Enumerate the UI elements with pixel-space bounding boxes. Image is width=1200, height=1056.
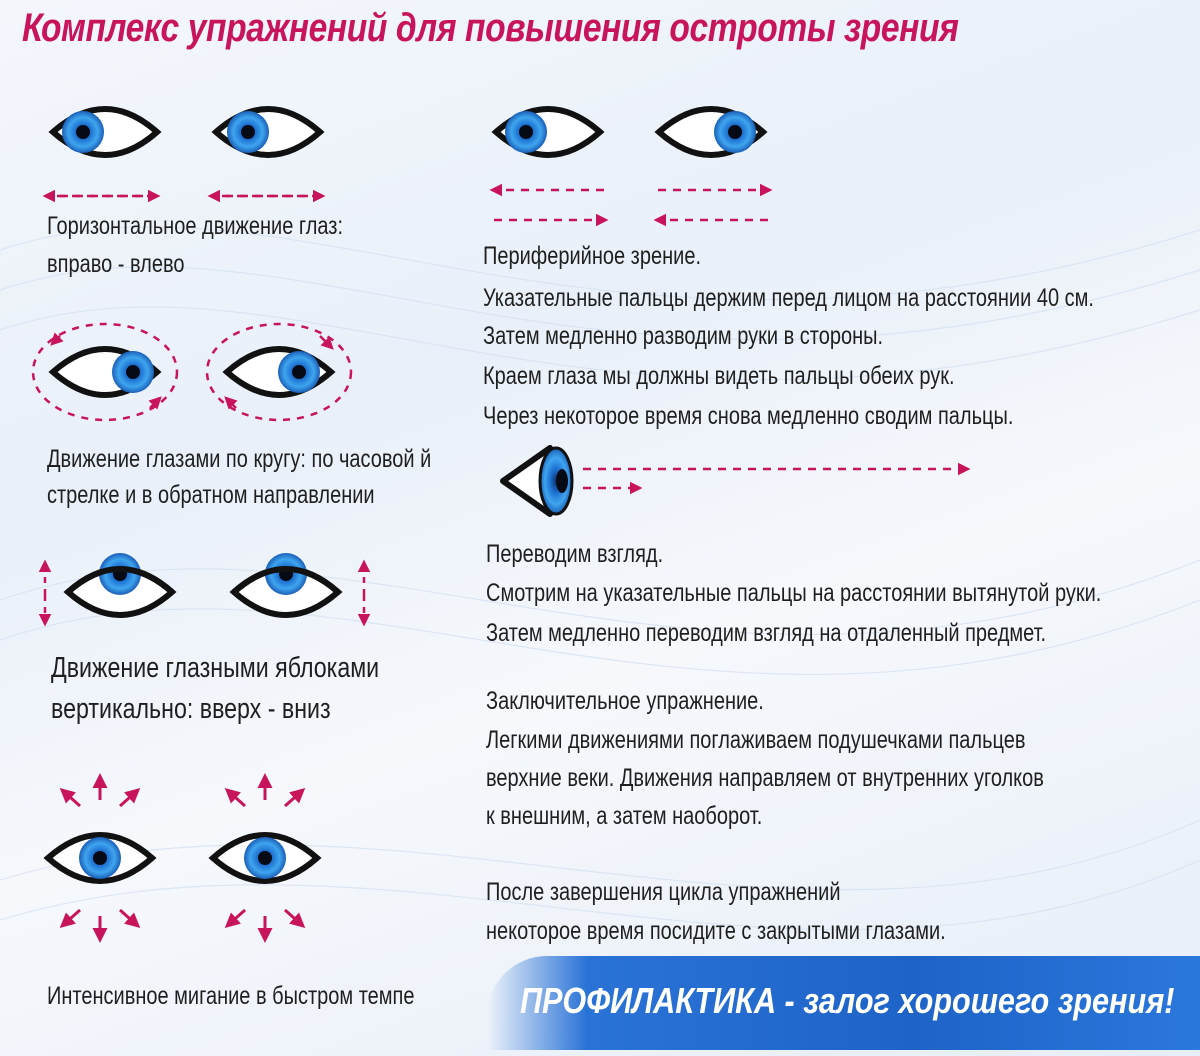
after-line-2: некоторое время посидите с закрытыми гла… bbox=[486, 917, 946, 945]
eye-icon bbox=[659, 109, 763, 155]
eye-icon bbox=[496, 109, 600, 155]
peripheral-line-5: Через некоторое время снова медленно сво… bbox=[483, 402, 1014, 430]
peripheral-line-4: Краем глаза мы должны видеть пальцы обеи… bbox=[483, 362, 955, 390]
horizontal-line-1: Горизонтальное движение глаз: bbox=[47, 212, 344, 240]
after-line-1: После завершения цикла упражнений bbox=[486, 878, 841, 906]
arrow-icon bbox=[489, 183, 773, 227]
eye-icon bbox=[216, 109, 320, 155]
final-line-4: к внешним, а затем наоборот. bbox=[486, 802, 763, 830]
arrow-icon bbox=[31, 322, 353, 422]
arrow-icon bbox=[59, 773, 306, 943]
eye-icon bbox=[53, 109, 157, 155]
circle-line-2: стрелке и в обратном направлении bbox=[47, 481, 375, 509]
eye-icon bbox=[500, 445, 574, 517]
eye-icon bbox=[53, 349, 157, 395]
gaze-line-3: Затем медленно переводим взгляд на отдал… bbox=[486, 619, 1047, 647]
vertical-line-2: вертикально: вверх - вниз bbox=[51, 693, 331, 725]
prevention-banner-text: ПРОФИЛАКТИКА - залог хорошего зрения! bbox=[520, 980, 1175, 1021]
horizontal-line-2: вправо - влево bbox=[47, 250, 185, 278]
final-line-1: Заключительное упражнение. bbox=[486, 687, 764, 715]
eye-icon bbox=[68, 553, 172, 615]
final-line-2: Легкими движениями поглаживаем подушечка… bbox=[486, 726, 1026, 754]
arrow-icon bbox=[38, 559, 371, 627]
eye-icon bbox=[213, 835, 317, 881]
eye-icon bbox=[234, 553, 338, 615]
gaze-line-1: Переводим взгляд. bbox=[486, 540, 664, 568]
circle-line-1: Движение глазами по кругу: по часовой й bbox=[47, 445, 432, 473]
prevention-banner bbox=[487, 956, 1200, 1050]
eye-icon bbox=[227, 349, 331, 395]
eye-icon bbox=[48, 835, 152, 881]
gaze-line-2: Смотрим на указательные пальцы на рассто… bbox=[486, 579, 1102, 607]
peripheral-line-1: Периферийное зрение. bbox=[483, 242, 701, 270]
page-title: Комплекс упражнений для повышения острот… bbox=[22, 6, 959, 50]
final-line-3: верхние веки. Движения направляем от вну… bbox=[486, 764, 1044, 792]
vertical-line-1: Движение глазными яблоками bbox=[51, 652, 380, 684]
peripheral-line-2: Указательные пальцы держим перед лицом н… bbox=[483, 284, 1094, 312]
blink-line-1: Интенсивное мигание в быстром темпе bbox=[47, 982, 415, 1010]
peripheral-line-3: Затем медленно разводим руки в стороны. bbox=[483, 322, 884, 350]
arrow-icon bbox=[583, 462, 971, 495]
